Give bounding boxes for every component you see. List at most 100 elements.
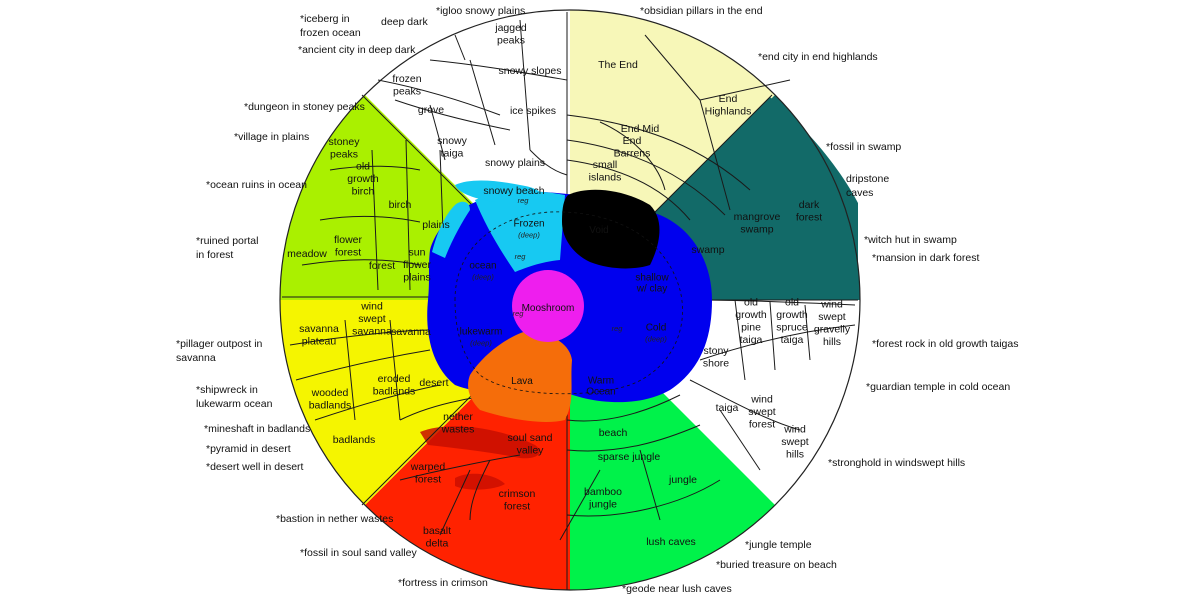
biome-label-wooded-badlands: wooded	[311, 387, 349, 399]
note-bastion-line: *bastion in nether wastes	[276, 513, 394, 525]
divider-39	[405, 139, 411, 291]
divider-21	[566, 394, 681, 422]
divider-32	[314, 384, 441, 421]
note-fossil-swamp-line: *fossil in swamp	[826, 141, 902, 153]
note-shipwreck-line: *shipwreck in	[196, 384, 258, 396]
note-ocean-ruins-line: *ocean ruins in ocean	[206, 179, 307, 191]
biome-label-windswept-gravelly-hills: hills	[823, 336, 841, 348]
biome-label-desert: desert	[419, 377, 448, 389]
note-village: *village in plains	[234, 130, 309, 144]
biome-label-the-end: The End	[598, 59, 638, 71]
divider-34	[389, 319, 401, 421]
frozen-ocean-region	[475, 191, 565, 272]
note-dripstone-line: dripstone	[846, 173, 890, 185]
divider-27	[469, 459, 491, 521]
note-fortress: *fortress in crimson	[398, 576, 488, 590]
note-fossil-swamp: *fossil in swamp	[826, 140, 901, 154]
biome-label-jagged-peaks: jagged	[494, 22, 527, 34]
divider-38	[371, 149, 379, 291]
biome-label-badlands: badlands	[333, 434, 376, 446]
divider-24	[566, 479, 721, 517]
biome-label-old-growth-pine-taiga: growth	[735, 309, 767, 321]
divider-7	[566, 114, 751, 191]
biome-label-windswept-gravelly-hills: gravelly	[814, 323, 851, 335]
nether-smear	[420, 426, 540, 459]
biome-label-flower-forest: forest	[335, 246, 361, 258]
biome-label-grove: grove	[418, 104, 444, 116]
note-bastion: *bastion in nether wastes	[276, 512, 393, 526]
note-deep-dark: deep dark	[381, 15, 428, 29]
biome-label-eroded-badlands: eroded	[378, 373, 411, 385]
biome-label-plains: plains	[422, 219, 449, 231]
note-pillager-line: savanna	[176, 352, 216, 364]
biome-label-snowy-taiga: snowy	[437, 135, 468, 147]
core-reg-label-frozen: reg	[518, 196, 530, 205]
divider-45	[519, 19, 531, 151]
biome-label-savanna-plateau: savanna	[299, 323, 339, 335]
note-stronghold: *stronghold in windswept hills	[828, 456, 965, 470]
biome-label-old-growth-pine-taiga: pine	[741, 321, 761, 333]
wheel-outline	[279, 9, 861, 591]
note-stronghold-line: *stronghold in windswept hills	[828, 457, 966, 469]
divider-48	[529, 149, 568, 176]
note-iceberg-line: frozen ocean	[300, 27, 361, 39]
note-iceberg-line: *iceberg in	[300, 13, 350, 25]
biome-label-sunflower-plains: plains	[403, 272, 430, 284]
frozen-river	[432, 180, 544, 258]
biome-label-windswept-savanna: wind	[360, 301, 383, 313]
divider-8	[566, 139, 726, 216]
biome-label-old-growth-spruce-taiga: growth	[776, 309, 808, 321]
note-iceberg: *iceberg in frozen ocean	[300, 12, 361, 40]
note-shipwreck: *shipwreck in lukewarm ocean	[196, 383, 272, 411]
core-label-warm_ocean: Warm	[588, 376, 614, 387]
biome-label-windswept-gravelly-hills: wind	[820, 298, 843, 310]
note-shipwreck-line: lukewarm ocean	[196, 398, 273, 410]
note-ancient-city-line: *ancient city in deep dark	[298, 44, 416, 56]
note-mineshaft: *mineshaft in badlands	[204, 422, 310, 436]
note-dungeon-line: *dungeon in stoney peaks	[244, 101, 365, 113]
note-ancient-city: *ancient city in deep dark	[298, 43, 415, 57]
core-label-frozen: Frozen	[513, 219, 544, 230]
biome-label-basalt-delta: delta	[426, 537, 449, 549]
note-village-line: *village in plains	[234, 131, 310, 143]
biome-label-stony-shore: stony	[703, 345, 729, 357]
core-label-shallow: w/ clay	[636, 284, 668, 295]
lava-region	[468, 330, 572, 422]
biome-label-warped-forest: warped	[410, 461, 446, 473]
biome-label-swamp: swamp	[691, 244, 724, 256]
biome-label-old-growth-spruce-taiga: old	[785, 296, 799, 308]
divider-18	[804, 304, 811, 361]
biome-label-crimson-forest: crimson	[499, 488, 536, 500]
core-reg-label-ocean: reg	[515, 252, 527, 261]
biome-label-taiga: taiga	[716, 402, 739, 414]
note-buried-treasure: *buried treasure on beach	[716, 558, 837, 572]
biome-label-end-highlands: End	[719, 93, 738, 105]
divider-46	[454, 34, 466, 61]
divider-30	[289, 329, 431, 346]
deep-ocean-ring	[454, 211, 683, 395]
biome-label-windswept-hills: hills	[786, 449, 804, 461]
note-guardian: *guardian temple in cold ocean	[866, 380, 1010, 394]
core-label-lava: Lava	[511, 376, 533, 387]
biome-label-end-barrens: Barrens	[614, 147, 651, 159]
note-obsidian: *obsidian pillars in the end	[640, 4, 763, 18]
biome-label-dark-forest: forest	[796, 211, 822, 223]
biome-label-stony-shore: shore	[703, 357, 729, 369]
note-jungle-temple-line: *jungle temple	[745, 539, 812, 551]
note-deep-dark-line: deep dark	[381, 16, 428, 28]
biome-label-jagged-peaks: peaks	[497, 34, 525, 46]
biome-label-snowy-beach: snowy beach	[483, 185, 544, 197]
divider-14	[699, 299, 856, 306]
core-reg-label-cold: reg	[612, 324, 624, 333]
biome-label-jungle: jungle	[668, 474, 697, 486]
core-label-ocean: ocean	[469, 261, 496, 272]
biome-label-old-growth-pine-taiga: taiga	[740, 334, 763, 346]
divider-19	[689, 379, 801, 431]
biome-label-nether-wastes: nether	[443, 411, 473, 423]
note-forest-rock-line: *forest rock in old growth taigas	[872, 338, 1019, 350]
divider-22	[566, 424, 701, 452]
divider-36	[319, 215, 421, 223]
core-label-cold: Cold	[646, 323, 667, 334]
